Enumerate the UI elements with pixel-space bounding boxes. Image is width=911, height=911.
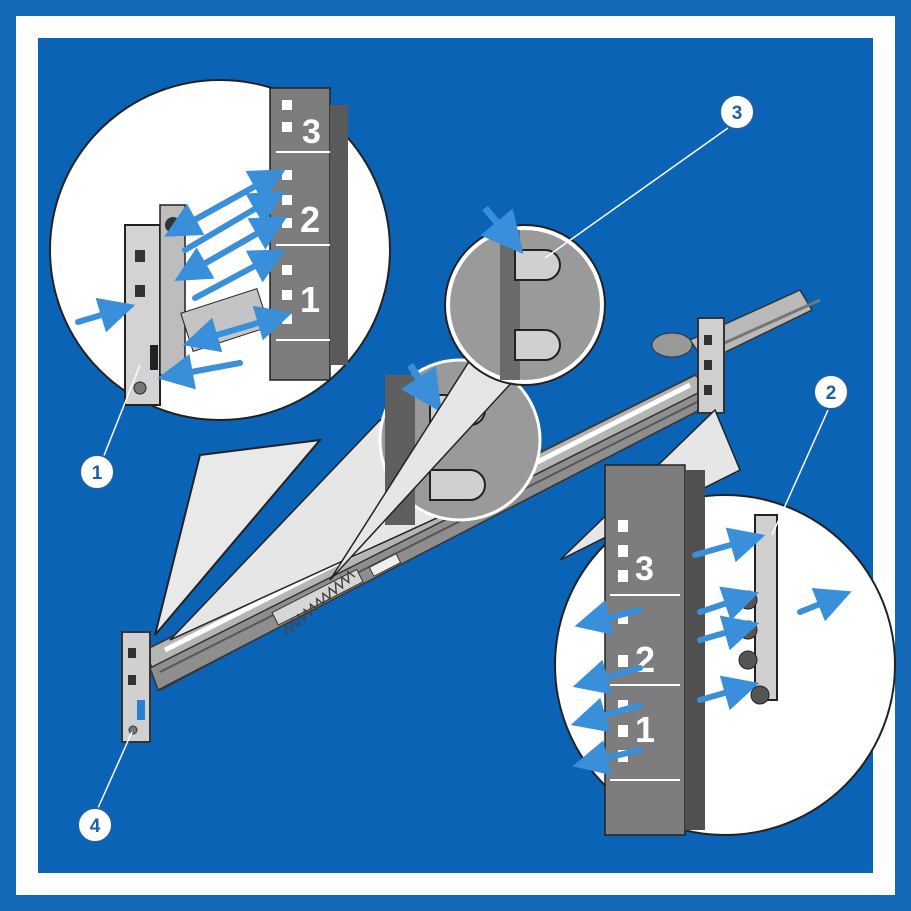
rack-unit-2-label-b: 2 [635, 639, 655, 680]
callout-4-number: 4 [90, 816, 101, 837]
rack-unit-1-label: 1 [300, 279, 320, 320]
front-rail-bracket [122, 632, 150, 742]
rack-unit-1-label-b: 1 [635, 709, 655, 750]
rack-unit-2-label: 2 [300, 199, 320, 240]
callout-1-number: 1 [92, 463, 103, 484]
rack-unit-3-label-b: 3 [635, 550, 654, 588]
callout-2-number: 2 [826, 383, 837, 404]
callout-3-number: 3 [732, 103, 743, 124]
rack-unit-3-label: 3 [302, 113, 321, 151]
